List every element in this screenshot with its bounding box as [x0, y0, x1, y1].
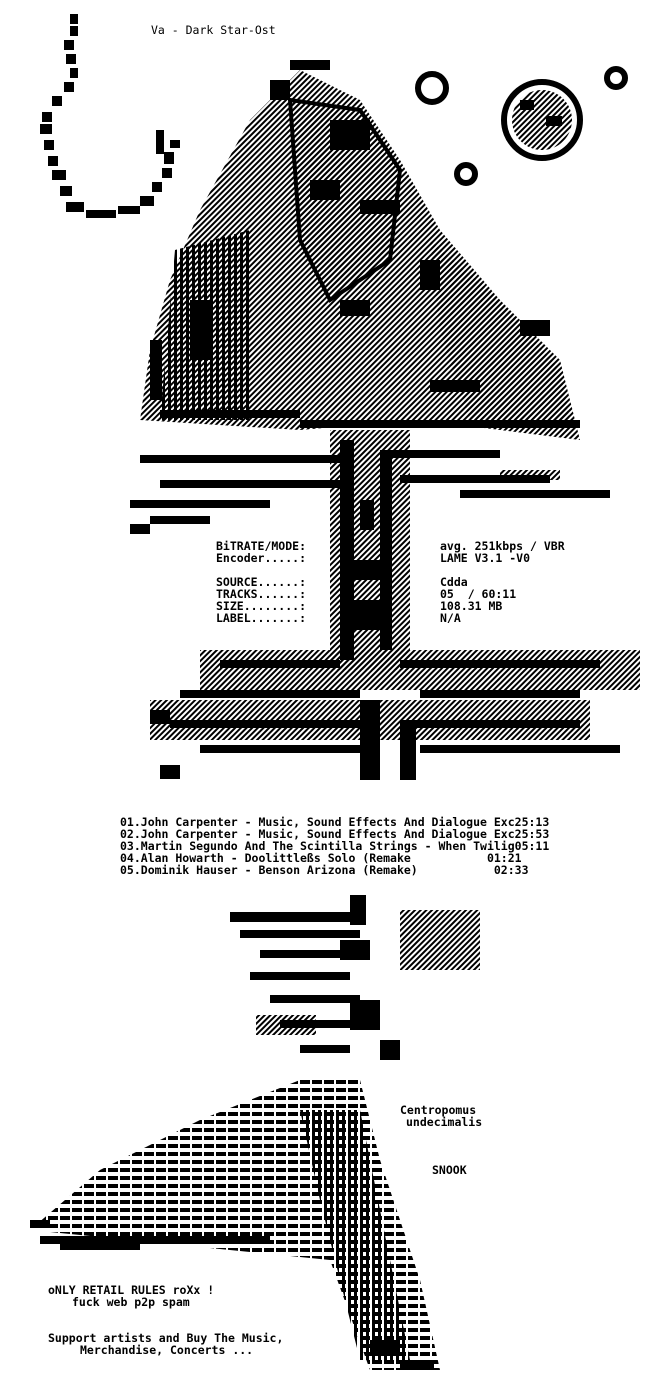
- bitrate-label: BiTRATE/MODE:: [216, 539, 307, 553]
- source-value: Cdda: [440, 575, 468, 589]
- bitrate-value: avg. 251kbps / VBR: [440, 539, 565, 553]
- track-row: 01.John Carpenter - Music, Sound Effects…: [120, 815, 550, 829]
- footer-line-1: oNLY RETAIL RULES roXx !: [48, 1283, 215, 1297]
- track-row: 04.Alan Howarth - Doolittleßs Solo (Rema…: [120, 851, 522, 865]
- fish-art: [30, 895, 480, 1370]
- tracks-value: 05 / 60:11: [440, 587, 517, 601]
- footer-line-4: Merchandise, Concerts ...: [80, 1343, 254, 1357]
- mushroom-cap-art: [140, 60, 580, 440]
- crescent-moon-art: [40, 14, 180, 218]
- fish-common-name: SNOOK: [432, 1163, 467, 1177]
- trunk-art: [330, 430, 410, 670]
- size-label: SIZE........:: [216, 599, 307, 613]
- tracks-label: TRACKS......:: [216, 587, 307, 601]
- fish-latin-name-2: undecimalis: [406, 1115, 483, 1129]
- label-value: N/A: [440, 611, 461, 625]
- track-row: 03.Martin Segundo And The Scintilla Stri…: [120, 839, 550, 853]
- source-label: SOURCE......:: [216, 575, 307, 589]
- encoder-label: Encoder.....:: [216, 551, 307, 565]
- footer-line-2: fuck web p2p spam: [72, 1295, 190, 1309]
- upper-branches-art: [130, 450, 610, 534]
- size-value: 108.31 MB: [440, 599, 503, 613]
- lower-branches-art: [150, 650, 640, 780]
- footer-line-3: Support artists and Buy The Music,: [48, 1331, 284, 1345]
- planets-art: [415, 66, 628, 186]
- encoder-value: LAME V3.1 -V0: [440, 551, 531, 565]
- release-title: Va - Dark Star-Ost: [151, 23, 276, 37]
- track-row: 05.Dominik Hauser - Benson Arizona (Rema…: [120, 863, 529, 877]
- track-row: 02.John Carpenter - Music, Sound Effects…: [120, 827, 550, 841]
- fish-latin-name-1: Centropomus: [400, 1103, 477, 1117]
- label-label: LABEL.......:: [216, 611, 307, 625]
